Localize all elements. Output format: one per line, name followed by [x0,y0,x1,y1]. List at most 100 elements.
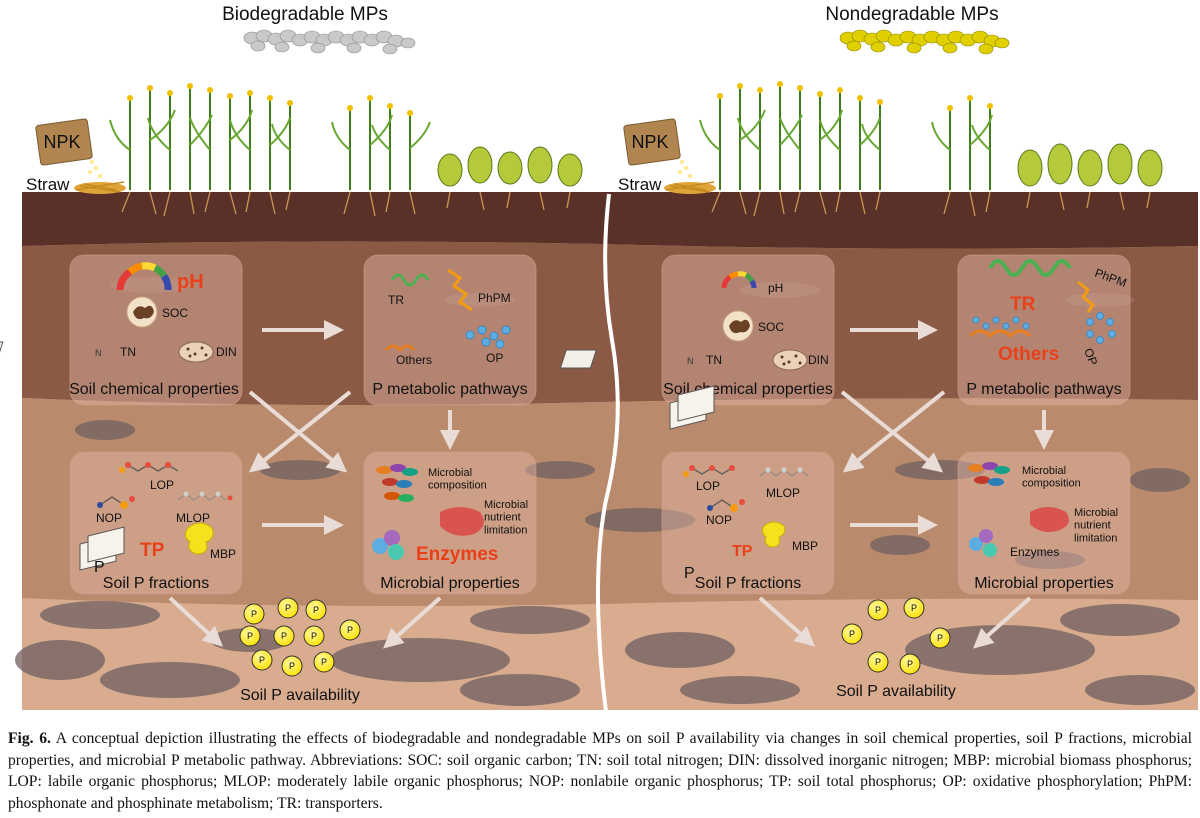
left-enzymes-label: Enzymes [416,544,498,565]
tn-icon [559,349,597,369]
tr-helix-icon-large [988,259,1072,277]
right-p-balls [841,597,951,675]
nutrient-limitation-icon [1030,507,1069,532]
right-availability-label: Soil P availability [836,683,956,700]
p-ball-label: P [313,605,319,615]
others-molecule-icon [972,316,1030,330]
p-ball-label: P [875,657,881,667]
left-npk-label: NPK [43,132,80,152]
soybean-plants-right [1017,143,1163,187]
right-tn-label: TN [706,353,722,367]
right-p-sheet-label: P [684,565,695,582]
panel-divider [596,193,620,712]
enzyme-icon [969,529,997,557]
mbp-icon [761,521,786,548]
npk-bag-icon [35,118,102,178]
p-ball-label: P [289,661,295,671]
left-straw-label: Straw [26,175,70,194]
mbp-icon [184,522,214,555]
nop-molecule-icon [97,496,135,509]
left-p-sheet-label: P [94,559,105,576]
soc-icon [126,296,158,328]
left-tn-label: TN [120,345,136,359]
left-availability-label: Soil P availability [240,687,360,704]
right-fractions-box [661,451,835,595]
right-ph-label: pH [768,281,783,295]
maize-plants-left [109,88,431,190]
straw-icon [664,181,716,194]
p-ball-label: P [311,631,317,641]
p-ball-label: P [259,655,265,665]
maize-plants-right [699,86,993,190]
right-others-label: Others [998,344,1059,365]
nondegradable-mps-pellets [839,29,1010,55]
right-din-label: DIN [808,353,829,367]
left-chem-label: Soil chemical properties [69,381,239,398]
biodegradable-mps-pellets [243,29,416,55]
nop-molecule-icon [707,499,745,512]
right-micro-label: Microbial properties [974,575,1114,592]
left-nop-label: NOP [96,511,122,525]
p-ball-label: P [937,633,943,643]
soc-icon [722,310,754,342]
conceptual-figure: Biodegradable MPs NPK Straw [0,4,1198,712]
p-ball-label: P [321,657,327,667]
right-pmeta-label: P metabolic pathways [966,381,1121,398]
p-ball-label: P [875,605,881,615]
ph-rainbow-icon-small [721,271,757,289]
p-ball-label: P [251,609,257,619]
phpm-helix-icon [447,268,473,312]
left-soc-label: SOC [162,306,188,320]
tn-icon [0,341,4,361]
left-panel: Biodegradable MPs NPK Straw [0,4,583,704]
p-ball-label: P [907,659,913,669]
left-micro-label: Microbial properties [380,575,520,592]
others-helix-icon [384,344,416,353]
p-ball-label: P [247,631,253,641]
left-fractions-label: Soil P fractions [103,575,209,592]
left-op-label: OP [486,351,503,365]
p-ball-label: P [285,603,291,613]
left-title: Biodegradable MPs [222,4,388,25]
p-ball-label: P [911,603,917,613]
figure-label: Fig. 6. [8,730,51,747]
left-din-label: DIN [216,345,237,359]
right-npk-label: NPK [631,132,668,152]
right-title: Nondegradable MPs [825,4,998,25]
right-op-label: OP [1081,346,1100,367]
right-panel: Nondegradable MPs NPK Straw [559,4,1163,700]
left-others-label: Others [396,353,432,367]
right-straw-label: Straw [618,175,662,194]
left-pmeta-box [363,254,537,406]
left-lop-label: LOP [150,478,174,492]
microbe-cluster-icon [968,462,1010,486]
npk-bag-icon [623,118,692,178]
enzyme-icon [372,530,404,560]
straw-icon [74,181,126,194]
ph-rainbow-icon [116,262,172,291]
left-tn-n: N [95,348,102,358]
right-enzymes-label: Enzymes [1010,545,1059,559]
left-tr-label: TR [388,293,404,307]
right-fractions-label: Soil P fractions [695,575,801,592]
left-tp-label: TP [140,540,165,561]
p-sheets-icon [669,385,715,430]
op-molecule-icon [465,325,511,349]
left-p-balls [239,597,361,677]
microbe-cluster-icon [376,464,418,502]
left-pmeta-label: P metabolic pathways [372,381,527,398]
right-tp-label: TP [732,543,753,560]
right-nop-label: NOP [706,513,732,527]
nutrient-limitation-icon [440,507,484,536]
left-ph-label: pH [177,271,204,293]
p-ball-label: P [849,629,855,639]
right-mlop-label: MLOP [766,486,800,500]
phpm-helix-icon [1077,280,1096,313]
left-mbp-label: MBP [210,547,236,561]
right-lop-label: LOP [696,479,720,493]
left-chem-box [69,254,243,406]
